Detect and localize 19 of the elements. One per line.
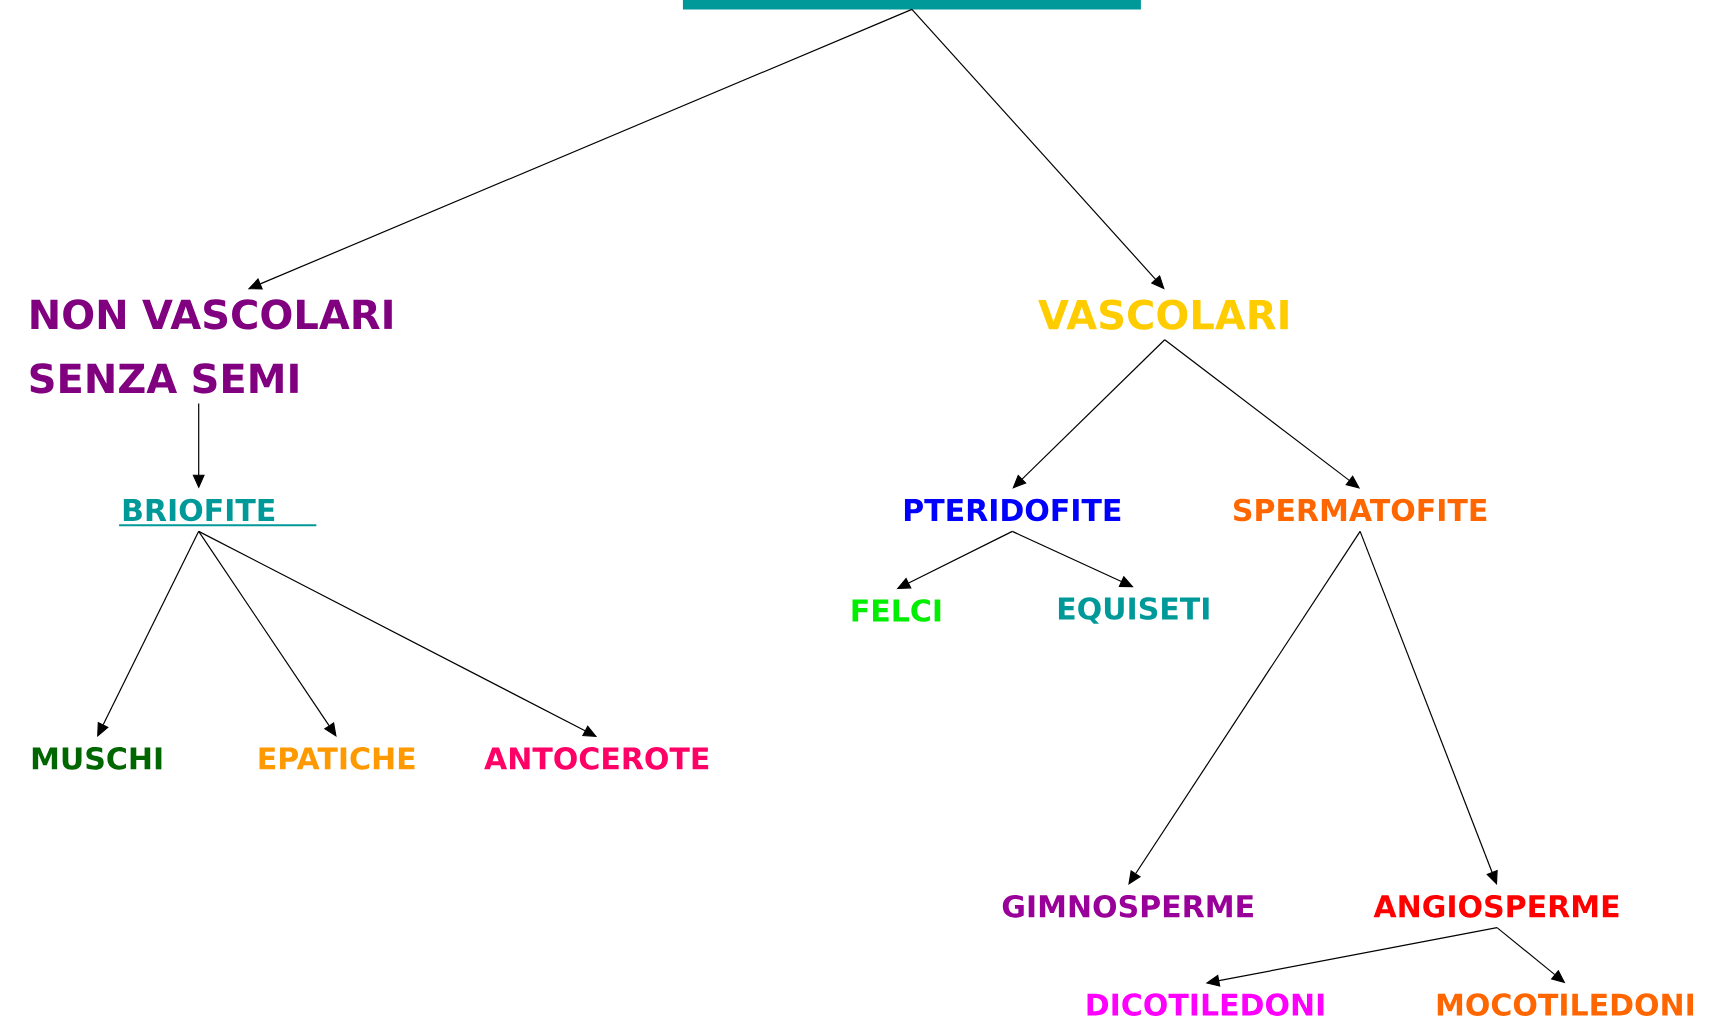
category-label: PTERIDOFITE (904, 498, 1121, 522)
category-label: SPERMATOFITE (1234, 498, 1487, 522)
category-label: DICOTILEDONI (1087, 993, 1324, 1016)
category-label: MUSCHI (32, 747, 162, 770)
category-label: EQUISETI (1058, 597, 1209, 624)
arrow (1011, 530, 1134, 588)
arrow (1012, 339, 1166, 489)
category-label: VASCOLARI (1038, 299, 1288, 330)
category-label: FELCI (852, 599, 941, 622)
category-label: NON VASCOLARI SENZA SEMI (30, 299, 392, 394)
category-label: GIMNOSPERME (1002, 894, 1253, 918)
category-label: ANTOCEROTE (484, 747, 709, 770)
arrow (1359, 530, 1498, 885)
category-label: BRIOFITE (118, 498, 318, 527)
category-label: MOCOTILEDONI (1437, 993, 1693, 1016)
category-label: ANGIOSPERME (1373, 894, 1619, 918)
header-bar (682, 0, 1141, 10)
arrow (1128, 530, 1361, 885)
category-label: EPATICHE (259, 747, 415, 770)
